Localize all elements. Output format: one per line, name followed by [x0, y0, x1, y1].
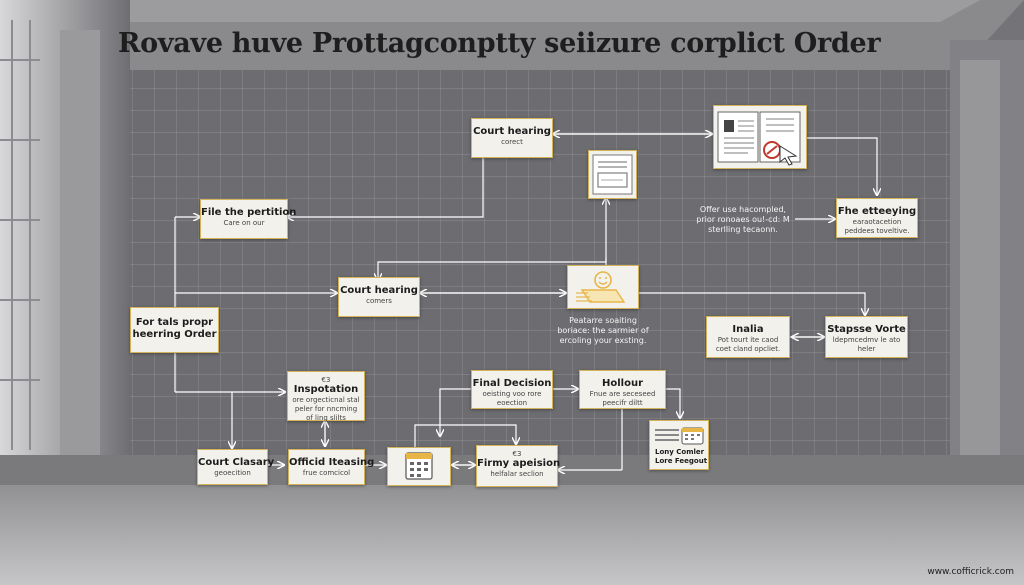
- node-title: Lony Comler: [655, 448, 705, 456]
- node-title: Firmy apeision: [477, 458, 561, 469]
- document-sheet-icon: [592, 154, 633, 195]
- node-subtitle: helfalar seclion: [490, 470, 544, 478]
- document-sheet-node[interactable]: [588, 150, 637, 199]
- center-note: Peatarre soaiting boriace: the sarmier o…: [538, 316, 668, 346]
- node-title-line2: heerring Order: [132, 329, 217, 340]
- note-line: Offer use hacompled,: [699, 205, 787, 214]
- offer-note: Offer use hacompled, prior ronoaes ou!-c…: [688, 205, 798, 235]
- node-title: Final Decision: [472, 378, 552, 389]
- node-title: Fhe etteeying: [837, 206, 917, 217]
- node-subtitle: Fnue are seceseed: [589, 390, 656, 398]
- node-title: Court hearing: [340, 285, 418, 296]
- node-number: €3: [512, 450, 522, 458]
- node-title: Court Clasary: [198, 457, 275, 468]
- portals-order-node[interactable]: For tals propr heerring Order: [130, 307, 219, 353]
- calendar-node[interactable]: [387, 447, 451, 486]
- note-line: ercoling your exsting.: [559, 336, 647, 345]
- connector: [806, 137, 877, 195]
- note-line: boriace: the sarmier of: [557, 326, 649, 335]
- node-subtitle: Care on our: [223, 219, 265, 227]
- file-etteeying-node[interactable]: Fhe etteeying earaotacetion peddees tove…: [836, 198, 918, 238]
- document-book-icon: [717, 111, 801, 166]
- smiley-document-node[interactable]: [567, 265, 639, 309]
- node-title: Inspotation: [293, 384, 359, 395]
- node-subtitle: earaotacetion: [852, 218, 902, 226]
- node-title: Hollour: [601, 378, 643, 389]
- final-decision-node[interactable]: Final Decision oeisting voo rore eoectio…: [471, 370, 553, 409]
- inalia-node[interactable]: Inalia Pot tourt ite caod coet cland opc…: [706, 316, 790, 358]
- court-clasary-node[interactable]: Court Clasary geoecition: [197, 449, 275, 485]
- hollour-node[interactable]: Hollour Fnue are seceseed peecifr diltt: [579, 370, 666, 409]
- note-line: sterlling tecaonn.: [708, 225, 778, 234]
- connector: [440, 388, 471, 436]
- note-line: Peatarre soaiting: [569, 316, 637, 325]
- node-subtitle: peecifr diltt: [602, 399, 643, 407]
- court-hearing-mid-node[interactable]: Court hearing comers: [338, 277, 420, 317]
- calendar-icon: [405, 452, 433, 480]
- stapsse-vorte-node[interactable]: Stapsse Vorte ldepmcedmv le ato heler: [825, 316, 908, 358]
- node-subtitle: ldepmcedmv le ato: [832, 336, 901, 344]
- connector: [639, 292, 865, 315]
- node-title: For tals propr: [135, 317, 214, 328]
- page-title: Rovave huve Prottagconptty seiizure corp…: [118, 28, 881, 59]
- node-subtitle: heler: [857, 345, 876, 353]
- card-lines: [655, 429, 679, 441]
- lony-comler-node[interactable]: Lony Comler Lore Feegout: [649, 420, 709, 470]
- node-number: €3: [321, 376, 331, 384]
- node-subtitle: Lore Feegout: [655, 457, 708, 465]
- watermark: www.cofficrick.com: [927, 567, 1014, 577]
- connector: [664, 388, 680, 418]
- connector: [414, 424, 516, 448]
- connector: [287, 155, 484, 217]
- smiley-document-icon: [576, 271, 626, 303]
- file-petition-node[interactable]: File the pertition Care on our: [200, 199, 297, 239]
- calendar-card-icon: [681, 427, 704, 445]
- node-subtitle: coet cland opcliet.: [715, 345, 781, 353]
- node-subtitle: Pot tourt ite caod: [717, 336, 779, 344]
- node-title: Officid Iteasing: [289, 457, 375, 468]
- node-subtitle: oeisting voo rore: [482, 390, 542, 398]
- firmy-apeision-node[interactable]: €3 Firmy apeision helfalar seclion: [476, 445, 561, 487]
- node-subtitle: eoection: [496, 399, 528, 407]
- node-title: Court hearing: [473, 126, 551, 137]
- node-subtitle: comers: [366, 297, 392, 305]
- court-hearing-top-node[interactable]: Court hearing corect: [471, 118, 553, 158]
- inspection-node[interactable]: €3 Inspotation ore orgecticnal stal pele…: [287, 371, 365, 422]
- node-title: Inalia: [732, 324, 764, 335]
- official-hearing-node[interactable]: Officid Iteasing frue comcicol: [288, 449, 375, 485]
- node-subtitle: corect: [501, 138, 523, 146]
- node-subtitle: peddees toveltive.: [844, 227, 910, 235]
- node-line: peler for nncming: [294, 405, 358, 413]
- node-subtitle: geoecition: [214, 469, 251, 477]
- node-title: Stapsse Vorte: [827, 324, 906, 335]
- note-line: prior ronoaes ou!-cd: M: [696, 215, 790, 224]
- node-subtitle: frue comcicol: [302, 469, 351, 477]
- node-line: of ling slilts: [306, 414, 346, 422]
- document-book-node[interactable]: [713, 105, 807, 169]
- node-title: File the pertition: [201, 207, 297, 218]
- node-line: ore orgecticnal stal: [292, 396, 360, 404]
